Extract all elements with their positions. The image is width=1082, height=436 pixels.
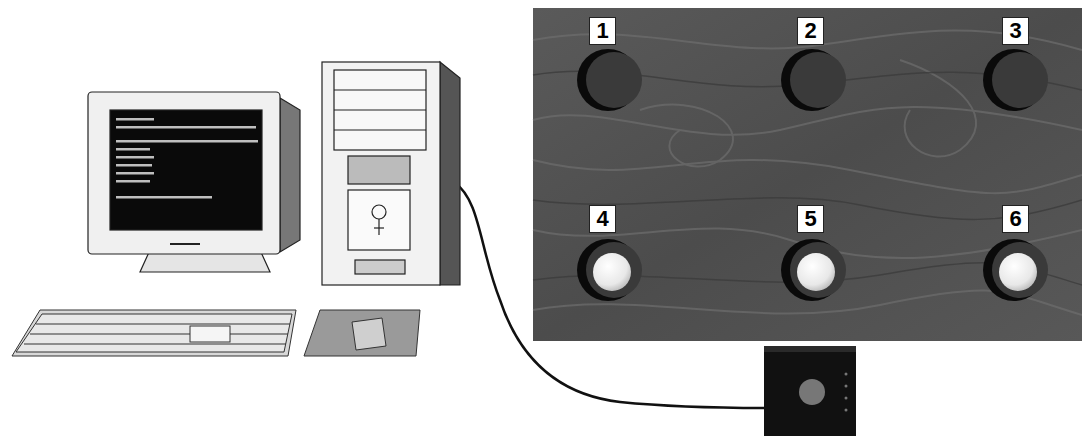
callout-number: 1: [596, 18, 608, 44]
screen-text-lines: [116, 118, 258, 199]
hole-number-label: 4: [589, 205, 616, 233]
hole-number-label: 5: [797, 205, 824, 233]
callout-number: 2: [804, 18, 816, 44]
callout-number: 4: [596, 206, 608, 232]
hole-number-label: 1: [589, 17, 616, 45]
callout-number: 5: [804, 206, 816, 232]
empty-hole: [577, 49, 1048, 111]
computer-tower: [322, 62, 460, 285]
hole-number-label: 2: [797, 17, 824, 45]
hole-with-ball: [577, 239, 1048, 301]
mouse-pad: [304, 310, 420, 356]
hole-number-label: 3: [1002, 17, 1029, 45]
callout-number: 6: [1009, 206, 1021, 232]
callout-number: 3: [1009, 18, 1021, 44]
hole-number-label: 6: [1002, 205, 1029, 233]
wooden-board: [533, 8, 1082, 341]
keyboard: [12, 310, 296, 356]
response-button-box: [764, 346, 856, 436]
crt-monitor: [88, 92, 300, 272]
